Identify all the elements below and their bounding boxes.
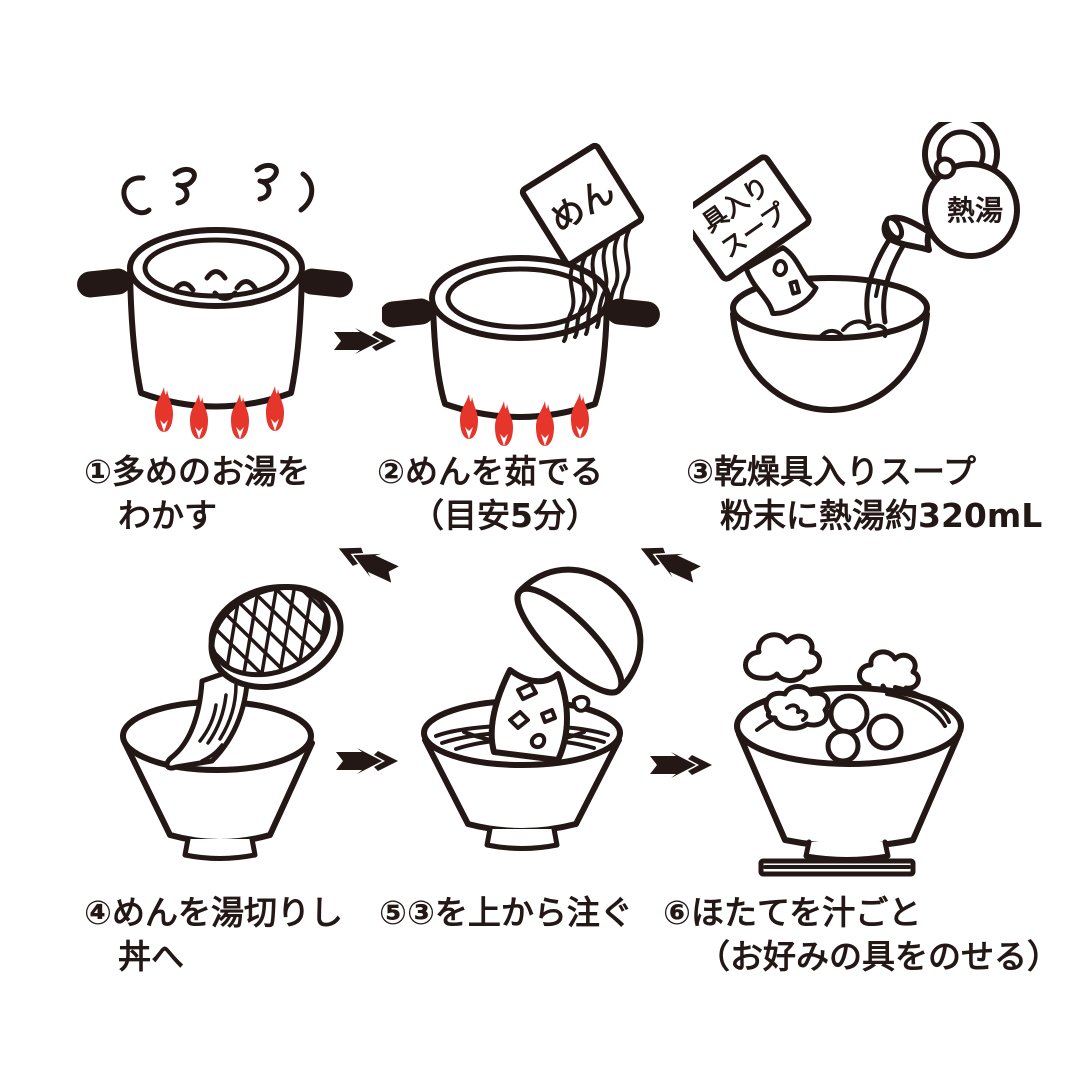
step4-caption-line1: ④めんを湯切りし — [84, 893, 343, 932]
step3-caption-line1: ③乾燥具入りスープ — [686, 452, 976, 491]
step2-caption: ②めんを茹でる （目安5分） — [377, 450, 603, 538]
step2-noodles-into-pot-illustration: めん — [382, 142, 687, 447]
tilted-soup-bowl — [514, 566, 644, 696]
soup-packet-crumple — [743, 245, 819, 316]
step3-caption: ③乾燥具入りスープ 粉末に熱湯約320mL — [686, 450, 1042, 538]
step6-caption-line2: （お好みの具をのせる） — [697, 937, 1060, 976]
kettle-body — [922, 161, 1020, 259]
arrow-step4-to-step5 — [336, 748, 400, 774]
fast-forward-arrow-icon — [338, 547, 399, 583]
fast-forward-arrow-icon — [650, 752, 712, 778]
bowl-contents — [755, 684, 951, 764]
step1-boiling-pot-illustration — [75, 150, 355, 445]
fast-forward-arrow-icon — [334, 328, 396, 354]
kettle-knob — [933, 156, 957, 180]
finished-bowl-icon — [734, 632, 964, 877]
step6-caption-line1: ⑥ほたてを汁ごと — [663, 893, 922, 932]
step3-caption-line2: 粉末に熱湯約320mL — [720, 496, 1043, 535]
noodle-strands — [562, 228, 631, 343]
arrow-step5-to-step6 — [650, 752, 714, 778]
step1-caption-line1: ①多めのお湯を — [84, 452, 310, 491]
bowl-soup-kettle-icon: 熱湯 具入り スープ — [693, 122, 1020, 413]
step4-drain-noodles-illustration — [100, 565, 370, 865]
arrow-row1-to-row2-left — [332, 536, 401, 587]
arrow-step1-to-step2 — [334, 328, 398, 354]
step1-caption-line2: わかす — [118, 496, 217, 535]
step4-caption-line2: 丼へ — [118, 937, 184, 976]
noodle-stream — [164, 662, 251, 771]
scallop-icon — [866, 713, 904, 751]
kettle-label: 熱湯 — [947, 194, 1003, 227]
step1-caption: ①多めのお湯を わかす — [84, 450, 310, 538]
step4-caption: ④めんを湯切りし 丼へ — [84, 891, 343, 979]
step3-soup-and-hot-water-illustration: 熱湯 具入り スープ — [693, 122, 1028, 440]
water-stream — [864, 237, 906, 325]
noodle-packet: めん — [519, 142, 645, 268]
soup-packet: 具入り スープ — [693, 154, 819, 316]
soup-stream — [488, 667, 591, 763]
soup-droplet — [571, 695, 591, 713]
step5-caption-line1: ⑤③を上から注ぐ — [379, 893, 633, 932]
flame-icons — [460, 393, 589, 446]
pot-with-noodles-icon: めん — [382, 142, 660, 446]
strainer-bowl-icon — [120, 572, 344, 861]
strainer — [199, 572, 344, 690]
strainer-mesh — [199, 572, 340, 690]
step5-caption: ⑤③を上から注ぐ — [379, 891, 633, 935]
chopsticks — [758, 858, 916, 877]
boiling-pot-icon — [77, 163, 353, 439]
flame-icons — [155, 386, 284, 439]
step5-pour-soup-illustration — [398, 552, 673, 877]
step6-finished-bowl-illustration — [697, 590, 1012, 885]
scallop-icon — [828, 693, 870, 735]
step6-caption: ⑥ほたてを汁ごと （お好みの具をのせる） — [663, 891, 1060, 979]
fast-forward-arrow-icon — [336, 748, 398, 774]
arrow-row1-to-row2-right — [634, 536, 703, 587]
pour-soup-icon — [421, 566, 644, 851]
step2-caption-line1: ②めんを茹でる — [377, 452, 603, 491]
step2-caption-line2: （目安5分） — [411, 496, 599, 535]
scallop-icon — [825, 728, 861, 764]
fast-forward-arrow-icon — [640, 547, 701, 583]
